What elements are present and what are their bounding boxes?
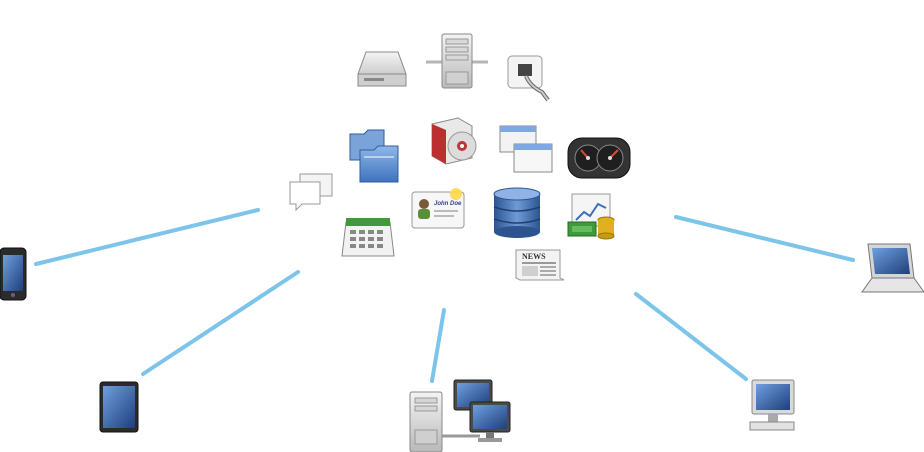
client-server-network-icon <box>409 379 511 452</box>
tablet-icon <box>99 381 139 433</box>
chat-bubbles-icon <box>289 173 333 212</box>
contact-card-icon: John Doe <box>411 188 465 229</box>
link-to-smartphone <box>34 208 260 266</box>
link-to-tablet <box>141 270 300 376</box>
contact-card-name: John Doe <box>434 201 462 207</box>
link-to-client-server <box>430 308 446 383</box>
connection-lines <box>34 208 855 383</box>
link-to-laptop <box>674 215 855 262</box>
smartphone-icon <box>0 247 27 301</box>
desktop-computer-icon <box>749 379 795 431</box>
database-icon <box>493 187 541 238</box>
newspaper-masthead: NEWS <box>522 252 546 261</box>
finance-chart-icon <box>567 193 615 240</box>
windows-icon <box>499 125 553 173</box>
calendar-icon <box>341 218 395 257</box>
hard-disk-icon <box>357 51 407 87</box>
link-to-desktop <box>634 292 748 381</box>
laptop-icon <box>861 243 924 293</box>
newspaper-icon: NEWS <box>515 249 565 281</box>
server-tower-icon <box>426 33 488 89</box>
network-jack-icon <box>507 55 550 102</box>
folders-icon <box>349 129 399 183</box>
software-package-icon <box>431 117 477 165</box>
dashboard-gauge-icon <box>567 137 631 179</box>
